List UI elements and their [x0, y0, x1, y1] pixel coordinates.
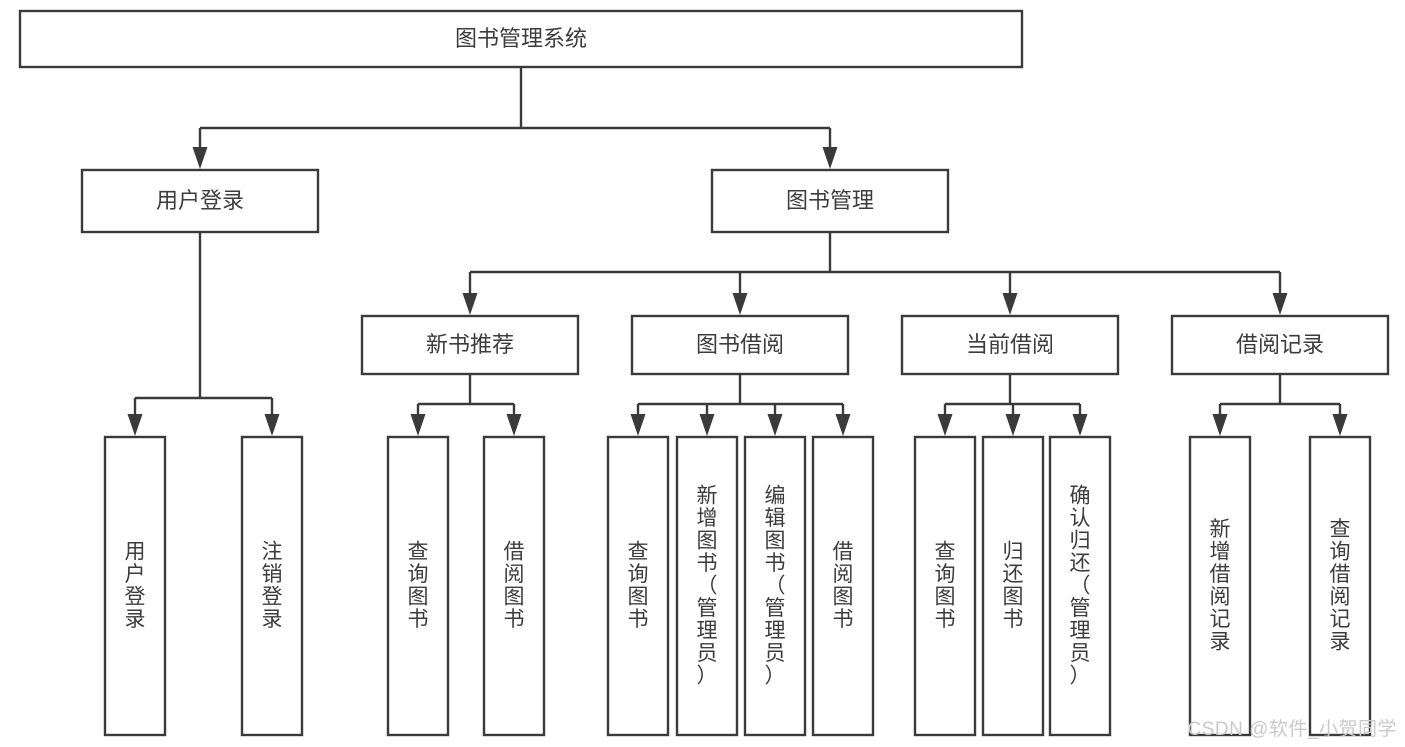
connector-group-l2-current-borrow: [937, 374, 1088, 436]
node-label: 编辑图书（管理员）: [765, 484, 786, 687]
node-l3-return-book[interactable]: 归还图书: [981, 435, 1045, 737]
node-l2-borrow-record[interactable]: 借阅记录: [1170, 314, 1390, 376]
node-l3-add-record[interactable]: 新增借阅记录: [1188, 435, 1252, 737]
connector-layer: [127, 67, 1348, 436]
node-l3-confirm-return[interactable]: 确认归还（管理员）: [1048, 435, 1112, 737]
node-label: 新增借阅记录: [1210, 518, 1231, 654]
node-label: 用户登录: [125, 541, 146, 632]
node-label: 新增图书（管理员）: [697, 484, 718, 687]
node-label: 图书借阅: [696, 332, 784, 357]
node-l3-query-book-b[interactable]: 查询图书: [606, 435, 670, 737]
connector-group-l1-login: [127, 232, 280, 436]
node-label: 借阅图书: [504, 541, 525, 632]
node-l3-borrow-book-a[interactable]: 借阅图书: [482, 435, 546, 737]
node-l3-user-login[interactable]: 用户登录: [103, 435, 167, 737]
node-label: 注销登录: [262, 541, 283, 632]
node-l3-query-book-c[interactable]: 查询图书: [913, 435, 977, 737]
connector-group-l2-new-book-rec: [410, 374, 522, 436]
node-label: 查询借阅记录: [1330, 518, 1351, 654]
connector-group-l1-book-mgmt: [462, 232, 1288, 315]
node-root[interactable]: 图书管理系统: [18, 9, 1024, 69]
node-l3-add-book[interactable]: 新增图书（管理员）: [675, 435, 739, 737]
node-l1-book-mgmt[interactable]: 图书管理: [710, 168, 950, 234]
node-label: 查询图书: [935, 541, 956, 632]
node-label: 图书管理: [786, 188, 874, 213]
node-l3-query-record[interactable]: 查询借阅记录: [1308, 435, 1372, 737]
node-label: 归还图书: [1003, 541, 1024, 632]
node-label: 新书推荐: [426, 332, 514, 357]
node-label: 借阅记录: [1236, 332, 1324, 357]
node-l3-borrow-book-b[interactable]: 借阅图书: [811, 435, 875, 737]
connector-group-l2-borrow-record: [1212, 374, 1348, 436]
node-label: 借阅图书: [833, 541, 854, 632]
connector-group-l2-book-borrow: [630, 374, 851, 436]
connector-group-root: [192, 67, 838, 169]
node-layer: 图书管理系统用户登录图书管理新书推荐图书借阅当前借阅借阅记录用户登录注销登录查询…: [18, 9, 1390, 737]
node-label: 确认归还（管理员）: [1070, 484, 1091, 687]
node-label: 用户登录: [156, 188, 244, 213]
node-label: 查询图书: [408, 541, 429, 632]
node-l2-new-book-rec[interactable]: 新书推荐: [360, 314, 580, 376]
node-l3-query-book-a[interactable]: 查询图书: [386, 435, 450, 737]
node-l2-book-borrow[interactable]: 图书借阅: [630, 314, 850, 376]
node-label: 图书管理系统: [455, 26, 587, 51]
node-label: 查询图书: [628, 541, 649, 632]
node-l3-edit-book[interactable]: 编辑图书（管理员）: [743, 435, 807, 737]
node-l3-user-logout[interactable]: 注销登录: [240, 435, 304, 737]
node-l2-current-borrow[interactable]: 当前借阅: [900, 314, 1120, 376]
node-label: 当前借阅: [966, 332, 1054, 357]
node-l1-login[interactable]: 用户登录: [80, 168, 320, 234]
